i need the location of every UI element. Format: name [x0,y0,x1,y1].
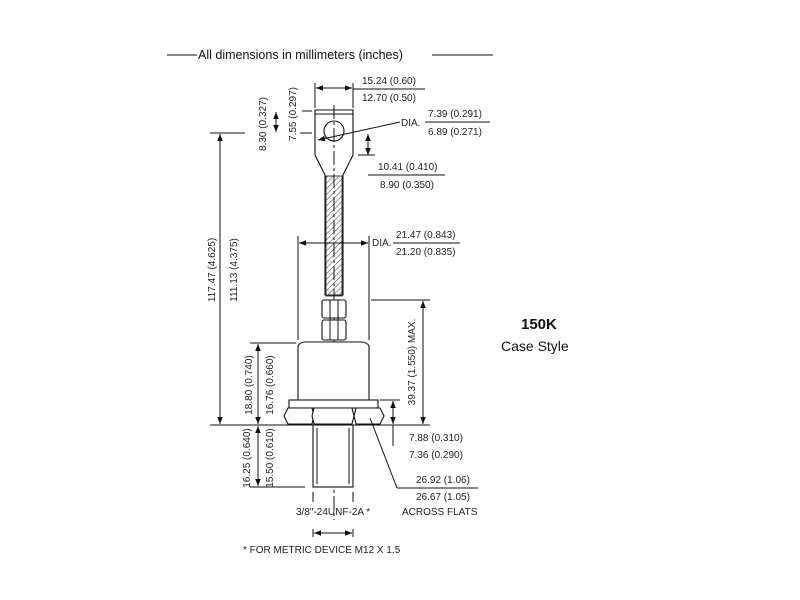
dim-flats-min: 26.67 (1.05) [416,492,470,503]
case-code: 150K [521,316,557,333]
dim-lug-width-min: 12.70 (0.50) [362,93,416,104]
title: All dimensions in millimeters (inches) [167,48,493,62]
dimension-lines [210,83,490,537]
dim-flats-max: 26.92 (1.06) [416,475,470,486]
dim-lug-len-max: 10.41 (0.410) [378,162,438,173]
hex-base [283,407,385,425]
threaded-stud [312,424,354,488]
dim-overall-min: 111.13 (4.375) [229,238,240,302]
dim-body-h-min: 16.76 (0.660) [265,355,276,415]
dim-body-dia-max: 21.47 (0.843) [396,230,456,241]
dim-body-dia-label: DIA. [372,238,391,249]
dim-stud-max: 16.25 (0.640) [242,428,253,488]
dim-body-dia-min: 21.20 (0.835) [396,247,456,258]
dim-lug-len-min: 8.90 (0.350) [380,180,434,191]
dim-hole-dia-min: 6.89 (0.271) [428,127,482,138]
dim-stud-min: 15.50 (0.610) [265,428,276,488]
dim-thread: 3/8"-24UNF-2A * [296,507,370,518]
dim-overall-max: 117.47 (4.625) [207,238,218,302]
dim-hole-dia-label: DIA. [401,118,420,129]
title-text: All dimensions in millimeters (inches) [198,48,403,62]
dim-hole-dia-max: 7.39 (0.291) [428,109,482,120]
device-outline [283,105,385,520]
dim-hole-pos-min: 7.55 (0.297) [288,87,299,141]
footnote: * FOR METRIC DEVICE M12 X 1.5 [243,545,401,556]
dim-height-max: 39.37 (1.550) MAX. [407,319,418,406]
dim-lug-width-max: 15.24 (0.60) [362,76,416,87]
dim-body-h-max: 18.80 (0.740) [244,355,255,415]
washer [288,399,379,409]
dimension-labels: 15.24 (0.60) 12.70 (0.50) DIA. 7.39 (0.2… [207,76,482,556]
dim-hex-h-max: 7.88 (0.310) [409,433,463,444]
dim-hole-pos-max: 8.30 (0.327) [258,97,269,151]
case-body [297,341,370,401]
dim-hex-h-min: 7.36 (0.290) [409,450,463,461]
case-style-label: Case Style [501,338,569,354]
dim-flats-label: ACROSS FLATS [402,507,478,518]
crimp-nuts [321,299,347,341]
